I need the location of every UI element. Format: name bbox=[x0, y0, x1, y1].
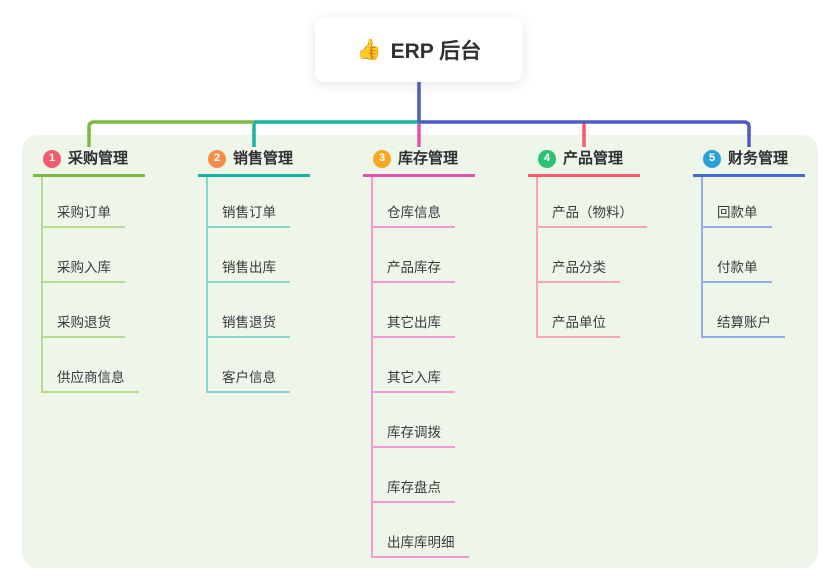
child-node[interactable]: 采购入库 bbox=[43, 228, 125, 283]
branch-children: 销售订单销售出库销售退货客户信息 bbox=[206, 177, 290, 393]
child-node[interactable]: 产品（物料） bbox=[538, 177, 647, 228]
child-node[interactable]: 其它入库 bbox=[373, 338, 455, 393]
child-node-label: 结算账户 bbox=[717, 315, 771, 330]
child-node[interactable]: 客户信息 bbox=[208, 338, 290, 393]
branch-5: 5 财务管理 回款单付款单结算账户 bbox=[693, 148, 806, 338]
child-node[interactable]: 回款单 bbox=[703, 177, 772, 228]
branch-1: 1 采购管理 采购订单采购入库采购退货供应商信息 bbox=[33, 148, 146, 393]
branch-number-badge: 4 bbox=[538, 149, 556, 168]
child-node-label: 销售出库 bbox=[222, 260, 276, 275]
child-node-label: 产品单位 bbox=[552, 315, 606, 330]
branch-label: 采购管理 bbox=[68, 150, 129, 167]
branch-number-badge: 2 bbox=[208, 149, 226, 168]
branch-label: 财务管理 bbox=[728, 150, 789, 167]
child-node-label: 客户信息 bbox=[222, 370, 276, 385]
child-node-label: 产品（物料） bbox=[552, 205, 633, 220]
child-node-label: 其它出库 bbox=[387, 315, 441, 330]
child-node[interactable]: 供应商信息 bbox=[43, 338, 139, 393]
branches-background-panel bbox=[22, 135, 818, 568]
root-node-label: ERP 后台 bbox=[390, 40, 482, 63]
child-node[interactable]: 采购订单 bbox=[43, 177, 125, 228]
root-node-erp[interactable]: 👍 ERP 后台 bbox=[315, 18, 523, 82]
child-node[interactable]: 销售订单 bbox=[208, 177, 290, 228]
branch-label: 产品管理 bbox=[563, 150, 624, 167]
child-node-label: 出库库明细 bbox=[387, 535, 455, 550]
branch-2: 2 销售管理 销售订单销售出库销售退货客户信息 bbox=[198, 148, 311, 393]
child-node-label: 采购入库 bbox=[57, 260, 111, 275]
branch-header-1[interactable]: 1 采购管理 bbox=[33, 148, 146, 177]
child-node[interactable]: 库存盘点 bbox=[373, 448, 455, 503]
child-node-label: 其它入库 bbox=[387, 370, 441, 385]
child-node-label: 采购退货 bbox=[57, 315, 111, 330]
child-node[interactable]: 结算账户 bbox=[703, 283, 785, 338]
child-node-label: 仓库信息 bbox=[387, 205, 441, 220]
branch-header-5[interactable]: 5 财务管理 bbox=[693, 148, 806, 177]
child-node-label: 产品分类 bbox=[552, 260, 606, 275]
child-node-label: 库存盘点 bbox=[387, 480, 441, 495]
branch-number-badge: 5 bbox=[703, 149, 721, 168]
branch-children: 采购订单采购入库采购退货供应商信息 bbox=[41, 177, 139, 393]
child-node-label: 供应商信息 bbox=[57, 370, 125, 385]
child-node-label: 回款单 bbox=[717, 205, 758, 220]
branch-children: 回款单付款单结算账户 bbox=[701, 177, 785, 338]
child-node-label: 产品库存 bbox=[387, 260, 441, 275]
child-node[interactable]: 仓库信息 bbox=[373, 177, 455, 228]
branch-number-badge: 1 bbox=[43, 149, 61, 168]
branch-3: 3 库存管理 仓库信息产品库存其它出库其它入库库存调拨库存盘点出库库明细 bbox=[363, 148, 476, 558]
thumbs-up-icon: 👍 bbox=[356, 39, 382, 61]
branch-children: 产品（物料） 产品分类产品单位 bbox=[536, 177, 647, 338]
child-node[interactable]: 库存调拨 bbox=[373, 393, 455, 448]
child-node-label: 库存调拨 bbox=[387, 425, 441, 440]
child-node[interactable]: 出库库明细 bbox=[373, 503, 469, 558]
child-node-label: 销售订单 bbox=[222, 205, 276, 220]
child-node[interactable]: 产品单位 bbox=[538, 283, 620, 338]
branch-label: 销售管理 bbox=[233, 150, 294, 167]
branch-children: 仓库信息产品库存其它出库其它入库库存调拨库存盘点出库库明细 bbox=[371, 177, 469, 558]
branch-header-3[interactable]: 3 库存管理 bbox=[363, 148, 476, 177]
branch-4: 4 产品管理 产品（物料） 产品分类产品单位 bbox=[528, 148, 647, 338]
child-node[interactable]: 产品库存 bbox=[373, 228, 455, 283]
branch-header-2[interactable]: 2 销售管理 bbox=[198, 148, 311, 177]
child-node[interactable]: 销售退货 bbox=[208, 283, 290, 338]
child-node-label: 销售退货 bbox=[222, 315, 276, 330]
branch-label: 库存管理 bbox=[398, 150, 459, 167]
branch-number-badge: 3 bbox=[373, 149, 391, 168]
child-node[interactable]: 产品分类 bbox=[538, 228, 620, 283]
child-node-label: 付款单 bbox=[717, 260, 758, 275]
child-node[interactable]: 其它出库 bbox=[373, 283, 455, 338]
child-node[interactable]: 采购退货 bbox=[43, 283, 125, 338]
branch-header-4[interactable]: 4 产品管理 bbox=[528, 148, 641, 177]
child-node-label: 采购订单 bbox=[57, 205, 111, 220]
child-node[interactable]: 销售出库 bbox=[208, 228, 290, 283]
child-node[interactable]: 付款单 bbox=[703, 228, 772, 283]
